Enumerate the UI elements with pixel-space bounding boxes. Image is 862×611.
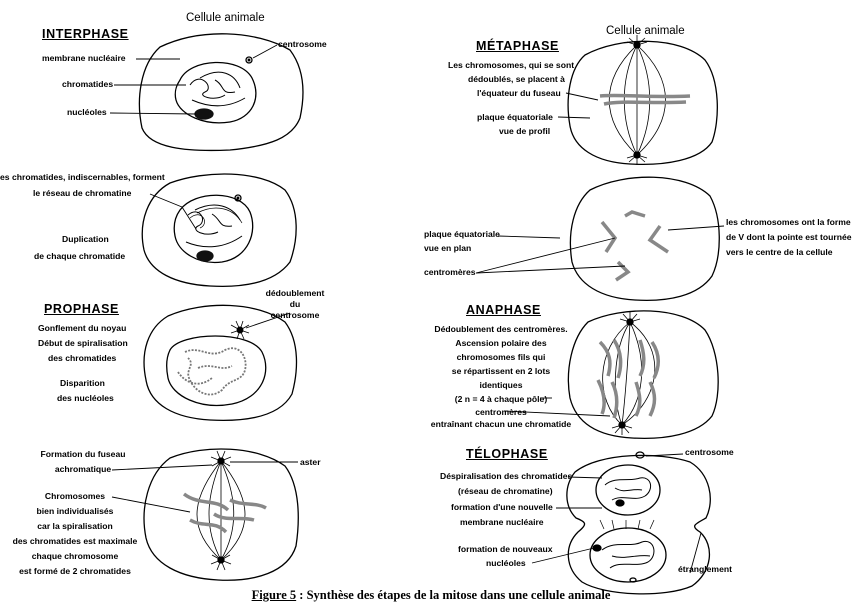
despiralisation-line2: (réseau de chromatine) (458, 486, 553, 496)
anaphase-desc-line2: Ascension polaire des (455, 338, 547, 348)
forme-v-line1: les chromosomes ont la forme (726, 217, 851, 227)
forme-v-line2: de V dont la pointe est tournée (726, 232, 852, 242)
interphase-duplication-leader-lines (149, 193, 197, 230)
metaphase-plaque-line1: plaque équatoriale (477, 112, 553, 122)
chromosomes-label-line3: car la spiralisation (37, 521, 113, 531)
dedoublement-label-line1: dédoublement (265, 288, 325, 298)
prophase-title: PROPHASE (44, 302, 119, 316)
interphase-title: INTERPHASE (42, 27, 129, 41)
duplication-label-line1: Duplication (62, 234, 109, 244)
metaphase-plan-cell-drawing (569, 176, 720, 302)
anaphase-title: ANAPHASE (466, 303, 541, 317)
metaphase-desc-line2: dédoublés, se placent à (468, 74, 565, 84)
anaphase-cell-drawing (567, 310, 719, 440)
figure-caption: Figure 5 : Synthèse des étapes de la mit… (0, 588, 862, 603)
disparition-label: Disparition (60, 378, 105, 388)
plan-centromeres-label: centromères (424, 267, 476, 277)
aster-label: aster (300, 457, 321, 467)
dedoublement-label-line3: centrosome (270, 310, 320, 320)
centrosome-label: centrosome (278, 39, 327, 49)
prometaphase-leader-lines (111, 461, 298, 513)
metaphase-plan-leader-lines (475, 225, 725, 274)
plan-plaque-line2: vue en plan (424, 243, 472, 253)
chromosomes-label-line5: chaque chromosome (31, 551, 119, 561)
telophase-title: TÉLOPHASE (466, 447, 548, 461)
anaphase-desc-line1: Dédoublement des centromères. (434, 324, 568, 334)
interphase-cell-drawing (138, 33, 304, 152)
anaphase-desc-line3: chromosomes fils qui (456, 352, 546, 362)
fuseau-label-line1: Formation du fuseau (40, 449, 126, 459)
telophase-centrosome-label: centrosome (685, 447, 734, 457)
formation-membrane-line1: formation d'une nouvelle (451, 502, 553, 512)
figure-caption-text: : Synthèse des étapes de la mitose dans … (296, 588, 611, 602)
gonflement-label: Gonflement du noyau (38, 323, 127, 333)
anaphase-desc-line5: identiques (479, 380, 523, 390)
metaphase-title: MÉTAPHASE (476, 39, 559, 53)
duplication-label-line2: de chaque chromatide (34, 251, 126, 261)
metaphase-plaque-line2: vue de profil (499, 126, 551, 136)
right-cell-title: Cellule animale (606, 25, 685, 37)
metaphase-desc-line1: Les chromosomes, qui se sont (448, 60, 575, 70)
metaphase-leader-lines (557, 92, 599, 119)
anaphase-desc-line6: (2 n = 4 à chaque pôle) (454, 394, 548, 404)
des-nucleoles-label: des nucléoles (57, 393, 114, 403)
nouveaux-nucleoles-line2: nucléoles (486, 558, 526, 568)
despiralisation-line1: Déspiralisation des chromatides (440, 471, 573, 481)
interphase-duplication-cell-drawing (141, 173, 297, 288)
nouveaux-nucleoles-line1: formation de nouveaux (458, 544, 553, 554)
telophase-cell-drawing (566, 451, 711, 595)
chromosomes-label-line4: des chromatides est maximale (12, 536, 138, 546)
membrane-label: membrane nucléaire (42, 53, 126, 63)
prophase-leader-lines (245, 312, 291, 329)
anaphase-entrainant-label: entraînant chacun une chromatide (430, 419, 572, 429)
telophase-leader-lines (531, 453, 702, 574)
des-chromatides-label: des chromatides (48, 353, 117, 363)
prophase-cell-drawing (143, 304, 298, 422)
plan-plaque-line1: plaque équatoriale (424, 229, 500, 239)
chromosomes-label-line2: bien individualisés (36, 506, 114, 516)
anaphase-leader-lines (503, 397, 611, 417)
fuseau-label-line2: achromatique (54, 464, 112, 474)
nucleoles-label: nucléoles (67, 107, 107, 117)
anaphase-desc-line4: se répartissent en 2 lots (451, 366, 551, 376)
prometaphase-cell-drawing (143, 448, 299, 581)
anaphase-centromeres-label: centromères (475, 407, 527, 417)
chromatides-label: chromatides (62, 79, 114, 89)
debut-spiralisation-label: Début de spiralisation (38, 338, 128, 348)
reseau-label-line1: es chromatides, indiscernables, forment (0, 172, 165, 182)
formation-membrane-line2: membrane nucléaire (460, 517, 544, 527)
metaphase-desc-line3: l'équateur du fuseau (477, 88, 561, 98)
chromosomes-label-line1: Chromosomes (44, 491, 106, 501)
metaphase-cell-drawing (567, 35, 718, 166)
interphase-leader-lines (109, 44, 278, 115)
forme-v-line3: vers le centre de la cellule (726, 247, 833, 257)
chromosomes-label-line6: est formé de 2 chromatides (19, 566, 131, 576)
left-cell-title: Cellule animale (186, 12, 265, 24)
figure-number: Figure 5 (251, 588, 297, 602)
dedoublement-label-line2: du (289, 299, 301, 309)
reseau-label-line2: le réseau de chromatine (33, 188, 132, 198)
etranglement-label: étranglement (678, 564, 732, 574)
